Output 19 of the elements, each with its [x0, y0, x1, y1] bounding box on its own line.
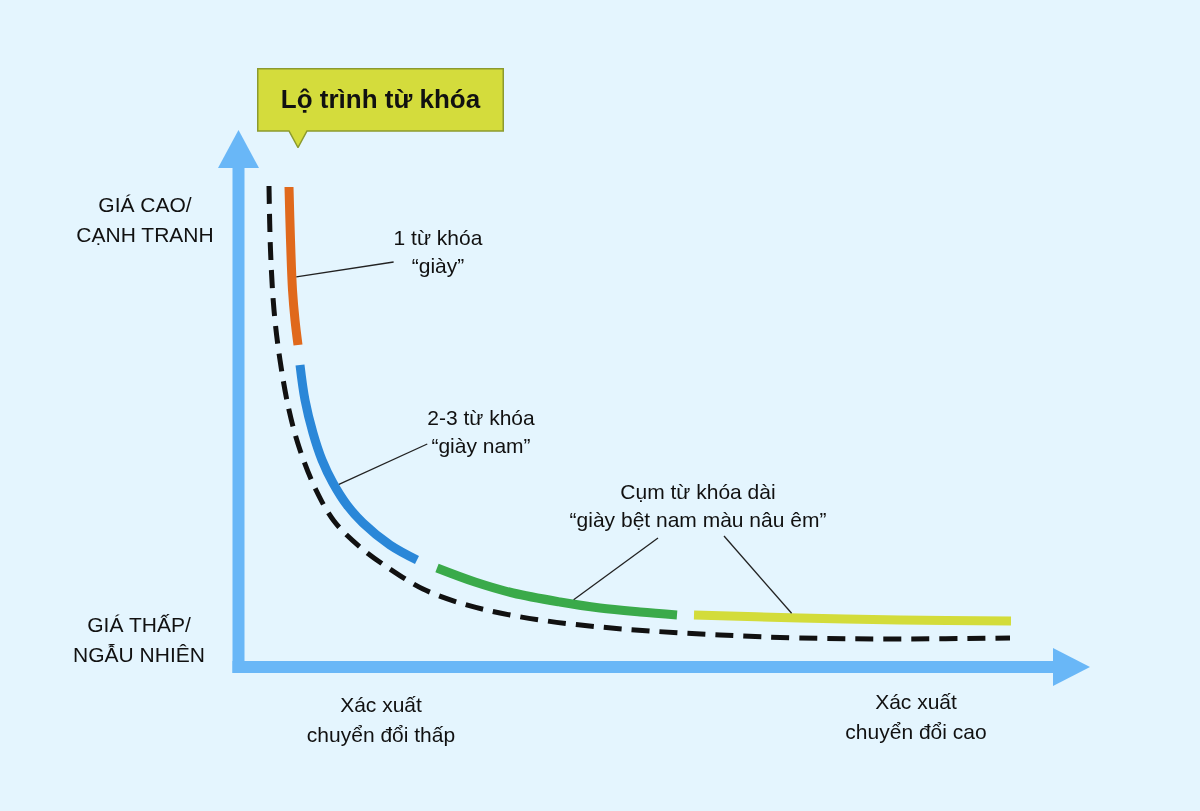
curve-segment: [295, 364, 420, 564]
keyword-type-label: Cụm từ khóa dài: [620, 479, 776, 505]
leader-line: [295, 261, 395, 278]
keyword-example: “giày”: [411, 253, 465, 279]
curve-segment: [284, 186, 303, 346]
axis-label: GIÁ CAO/ CẠNH TRANH: [76, 192, 214, 248]
axis-label: GIÁ THẤP/ NGẪU NHIÊN: [73, 612, 205, 668]
leader-line: [572, 537, 659, 601]
keyword-example: “giày bệt nam màu nâu êm”: [569, 507, 827, 533]
leader-line: [338, 443, 428, 486]
curve-segment: [693, 610, 1012, 626]
curve-segment: [435, 563, 678, 620]
keyword-type-label: 1 từ khóa: [393, 225, 483, 251]
leader-line: [723, 535, 793, 614]
axis-label: Xác xuất chuyển đổi cao: [845, 689, 987, 745]
axis-label: Xác xuất chuyển đổi thấp: [306, 692, 456, 748]
keyword-type-label: 2-3 từ khóa: [427, 405, 535, 431]
keyword-example: “giày nam”: [431, 433, 531, 459]
callout-title: Lộ trình từ khóa: [280, 83, 481, 116]
